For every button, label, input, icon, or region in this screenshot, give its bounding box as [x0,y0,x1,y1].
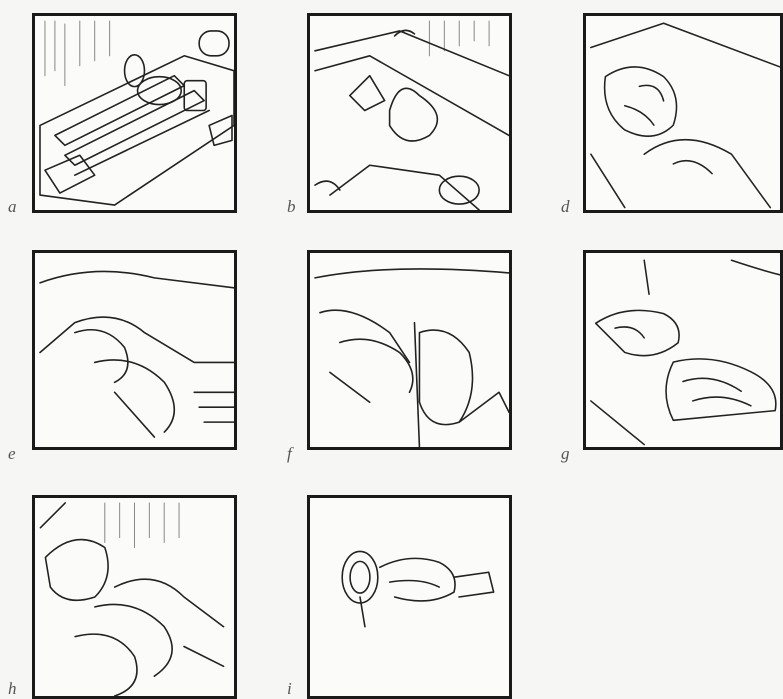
hand-grip-drawing [586,16,780,210]
illustration-panel-e [32,250,237,450]
panel-label-i: i [287,680,292,697]
illustration-panel-f [307,250,512,450]
panel-label-f: f [287,445,292,462]
illustration-panel-i [307,495,512,699]
illustration-panel-g [583,250,783,450]
panel-label-h: h [8,680,17,697]
hand-procedure-drawing-e [35,253,234,447]
instrument-tray-drawing [35,16,234,210]
panel-label-b: b [287,198,296,215]
panel-label-d: d [561,198,570,215]
illustration-panel-h [32,495,237,699]
hand-holding-instrument-drawing [310,498,509,696]
panel-label-e: e [8,445,16,462]
illustration-panel-b [307,13,512,213]
panel-label-g: g [561,445,570,462]
hand-procedure-drawing-f [310,253,509,447]
hand-procedure-drawing-h [35,498,234,696]
hand-procedure-drawing-g [586,253,780,447]
panel-label-a: a [8,198,17,215]
sterile-drape-drawing [310,16,509,210]
illustration-panel-a [32,13,237,213]
illustration-panel-d [583,13,783,213]
